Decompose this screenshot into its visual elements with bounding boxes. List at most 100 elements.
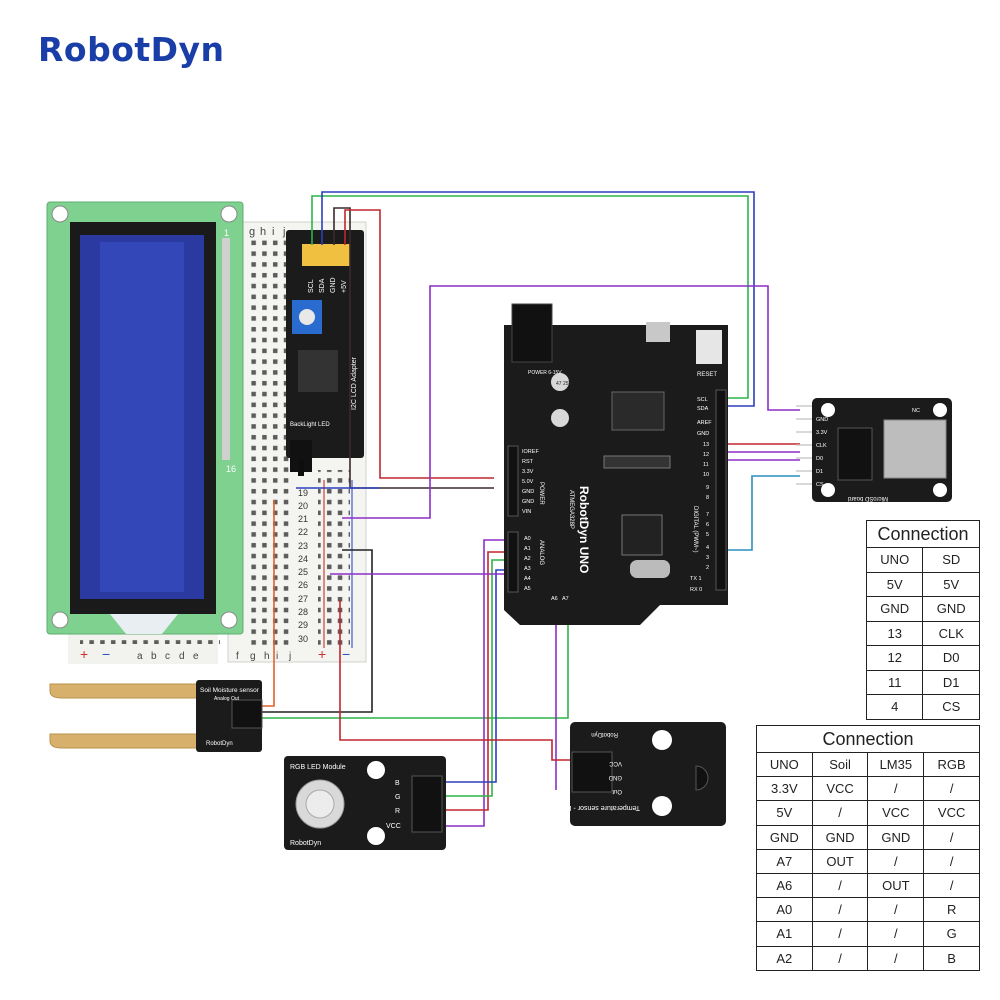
lcd-pin1-label: 1 [224,228,229,238]
table-cell: 5V [865,571,924,597]
table-cell: 11 [865,669,924,695]
table-cell: OUT [867,872,925,899]
breadboard-minus-left: − [102,646,110,662]
sd-pin-gnd: GND [816,417,828,423]
table-cell: / [867,897,925,923]
table-cell: / [867,945,925,971]
wire-sd-cs [728,475,800,551]
i2c-adapter-label: I2C LCD Adapter [351,356,358,410]
uno-dpin: SDA [697,406,709,412]
uno-pin-a0: A0 [524,536,531,542]
table-cell: G [923,921,980,947]
bb-row-number: 19 [298,488,308,498]
table-cell: / [811,921,869,947]
table-cell: / [811,872,869,899]
bb-bottom-letter: f [236,651,239,662]
bb-row-number: 30 [298,634,308,644]
uno-cap-label: 47 25V [556,381,573,387]
wire-soil-vcc [262,500,275,707]
uno-pin-gnd: GND [522,499,534,505]
table-cell: A0 [756,897,813,923]
table-cell: OUT [811,848,869,874]
wire-temp-gnd [339,600,570,761]
rgb-brand: RobotDyn [290,840,321,847]
table-cell: D0 [922,645,980,671]
table-caption: Connection [866,520,980,548]
table-cell: GND [756,824,813,850]
table-cell: VCC [923,800,980,826]
bb-bottom-letter: j [288,651,291,662]
table-header: UNO [865,547,924,573]
table-cell: A1 [756,921,813,947]
table-row: A0//R [756,897,980,923]
bb-bottom-letter: i [276,651,278,662]
table-cell: 12 [865,645,924,671]
brand-logo: RobotDyn [38,30,225,69]
uno-pin-gnd: GND [522,489,534,495]
uno-pin-a7: A7 [562,596,569,602]
temp-pin-gnd: GND [608,774,622,780]
i2c-pin-sda: SDA [319,278,326,293]
uno-dpin: 13 [703,442,709,448]
sd-pin-3v3: 3.3V [816,430,828,436]
bb-row-number: 25 [298,567,308,577]
lcd-display: 1 16 [46,201,244,635]
i2c-lcd-adapter: SCL SDA GND +5V I2C LCD Adapter BackLigh… [286,230,364,476]
table-row: A6/OUT/ [756,872,980,899]
uno-pin-a3: A3 [524,566,531,572]
uno-dpin: GND [697,431,709,437]
bb-bottom-letter: a [137,651,143,662]
uno-pin-3v3: 3.3V [522,469,534,475]
sd-pin-d1: D1 [816,469,823,475]
lcd-pin16-label: 16 [226,464,236,474]
rgb-pin-vcc: VCC [386,823,401,830]
soil-title: Soil Moisture sensor [200,687,260,694]
i2c-pin-gnd: GND [330,277,337,293]
table-cell: 4 [865,694,924,720]
table-caption: Connection [756,725,980,753]
sd-pin-cs: CS [816,482,824,488]
uno-power-label: POWER [538,482,544,505]
bb-bottom-letter: e [193,651,199,662]
table-header: Soil [811,751,869,778]
table-cell: A6 [756,872,813,899]
i2c-pin-5v: +5V [341,280,348,293]
table-cell: CLK [922,620,980,646]
rgb-pin-g: G [395,794,400,801]
bb-bottom-letter: g [250,651,256,662]
table-cell: 3.3V [756,776,813,802]
sd-nc-label: NC [912,408,920,414]
rgb-title: RGB LED Module [290,764,346,771]
table-cell: 5V [922,571,980,597]
bb-row-number: 29 [298,620,308,630]
table-cell: / [923,824,980,850]
temperature-sensor: VCC GND Out Temperature sensor - LM35 Ro… [554,722,726,826]
i2c-pin-scl: SCL [308,279,315,293]
bb-bottom-letter: b [151,651,157,662]
table-cell: / [867,776,925,802]
wire-lcd-scl [311,195,749,399]
table-cell: VCC [811,776,869,802]
uno-subtitle: ATMEGA328P [568,490,574,529]
uno-power-in-label: POWER 6-15V [528,370,562,376]
table-header-row: UNO SD [865,547,980,573]
uno-dpin: AREF [697,420,712,426]
table-cell: GND [867,824,925,850]
uno-dpin: 10 [703,472,709,478]
uno-dpin: 3 [706,555,709,561]
uno-analog-label: ANALOG [538,540,544,565]
table-cell: 13 [865,620,924,646]
temp-pin-vcc: VCC [609,760,622,766]
uno-dpin: 5 [706,532,709,538]
table-cell: / [811,800,869,826]
rgb-led-module: RGB LED Module B G R VCC RobotDyn [284,756,446,850]
